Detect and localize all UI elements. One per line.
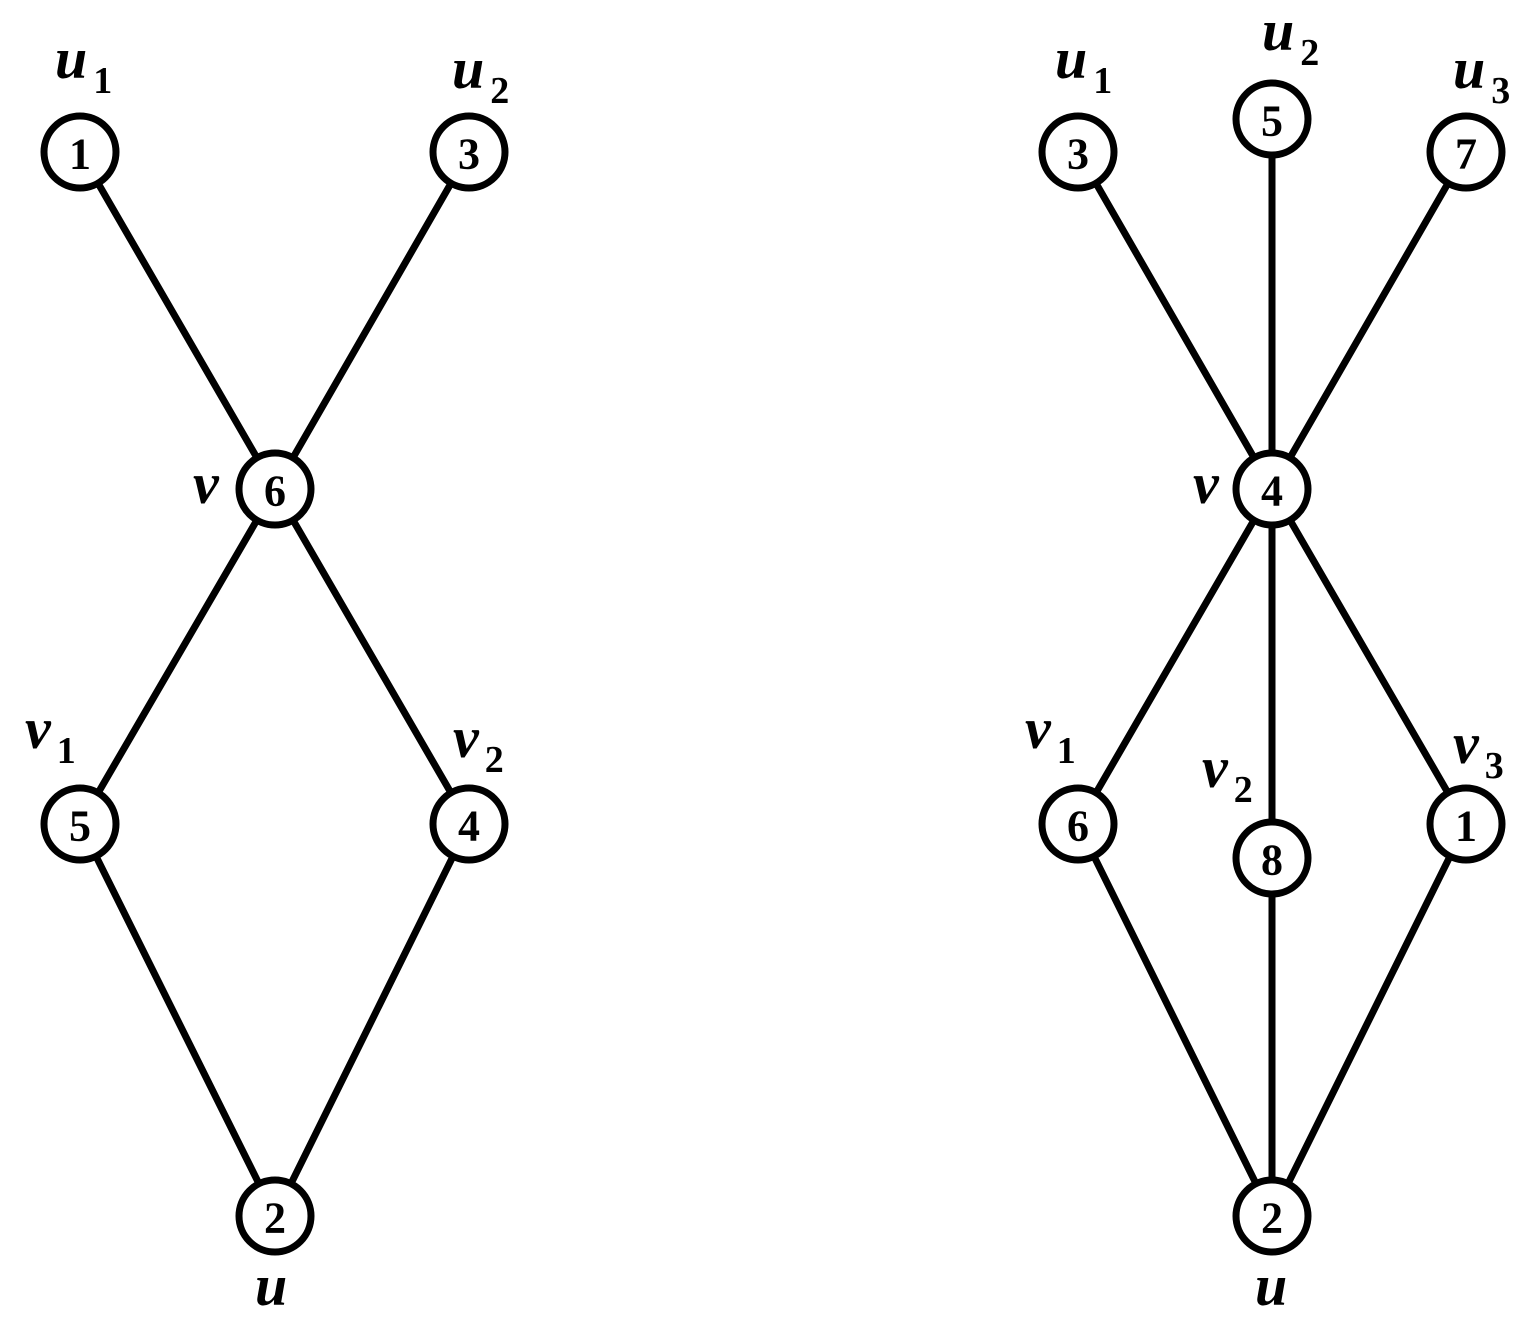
edge-v3-u <box>1268 820 1470 1220</box>
node-v2-circle <box>1232 818 1312 898</box>
edge-v1-u <box>76 820 279 1220</box>
edge-v-v1 <box>76 485 279 828</box>
node-u-value: 2 <box>264 1194 286 1243</box>
node-u3-value: 7 <box>1455 130 1477 179</box>
node-u2-value: 3 <box>458 130 480 179</box>
node-u2-value: 5 <box>1261 97 1283 146</box>
node-v3-circle <box>1426 784 1506 864</box>
node-v: 6v <box>193 449 315 529</box>
edge-u1-v <box>1074 148 1276 493</box>
node-u1-circle <box>40 112 120 192</box>
edge-v-v3 <box>1268 485 1470 828</box>
node-v2-circle <box>429 784 509 864</box>
node-v1-circle <box>1038 784 1118 864</box>
edge-u1-v <box>76 148 279 493</box>
edge-v2-u <box>271 820 473 1220</box>
node-u-label: u <box>1255 1253 1287 1318</box>
node-u-circle <box>235 1176 315 1256</box>
node-u: 2u <box>235 1176 315 1318</box>
node-u1-value: 3 <box>1067 130 1089 179</box>
node-u2-circle <box>1232 79 1312 159</box>
node-u-circle <box>1232 1176 1312 1256</box>
node-v-label: v <box>1193 451 1220 516</box>
node-v-value: 6 <box>264 467 286 516</box>
edge-u2-v <box>271 148 473 493</box>
node-u2-circle <box>429 112 509 192</box>
node-u3-circle <box>1426 112 1506 192</box>
node-v3-value: 1 <box>1455 802 1477 851</box>
node-u1-circle <box>1038 112 1118 192</box>
node-v1-value: 6 <box>1067 802 1089 851</box>
edge-u3-v <box>1268 148 1470 493</box>
node-u: 2u <box>1232 1176 1312 1318</box>
node-v-value: 4 <box>1261 467 1283 516</box>
node-v2-value: 4 <box>458 802 480 851</box>
edge-v-v1 <box>1074 485 1276 828</box>
node-v-circle <box>235 449 315 529</box>
node-v-circle <box>1232 449 1312 529</box>
node-u-value: 2 <box>1261 1194 1283 1243</box>
node-v: 4v <box>1193 449 1312 529</box>
node-v1-circle <box>40 784 120 864</box>
edge-v1-u <box>1074 820 1276 1220</box>
node-v-label: v <box>193 451 220 516</box>
node-u1-value: 1 <box>69 130 91 179</box>
node-v2-value: 8 <box>1261 836 1283 885</box>
node-v1-value: 5 <box>69 802 91 851</box>
node-u-label: u <box>255 1253 287 1318</box>
edge-v-v2 <box>271 485 473 828</box>
